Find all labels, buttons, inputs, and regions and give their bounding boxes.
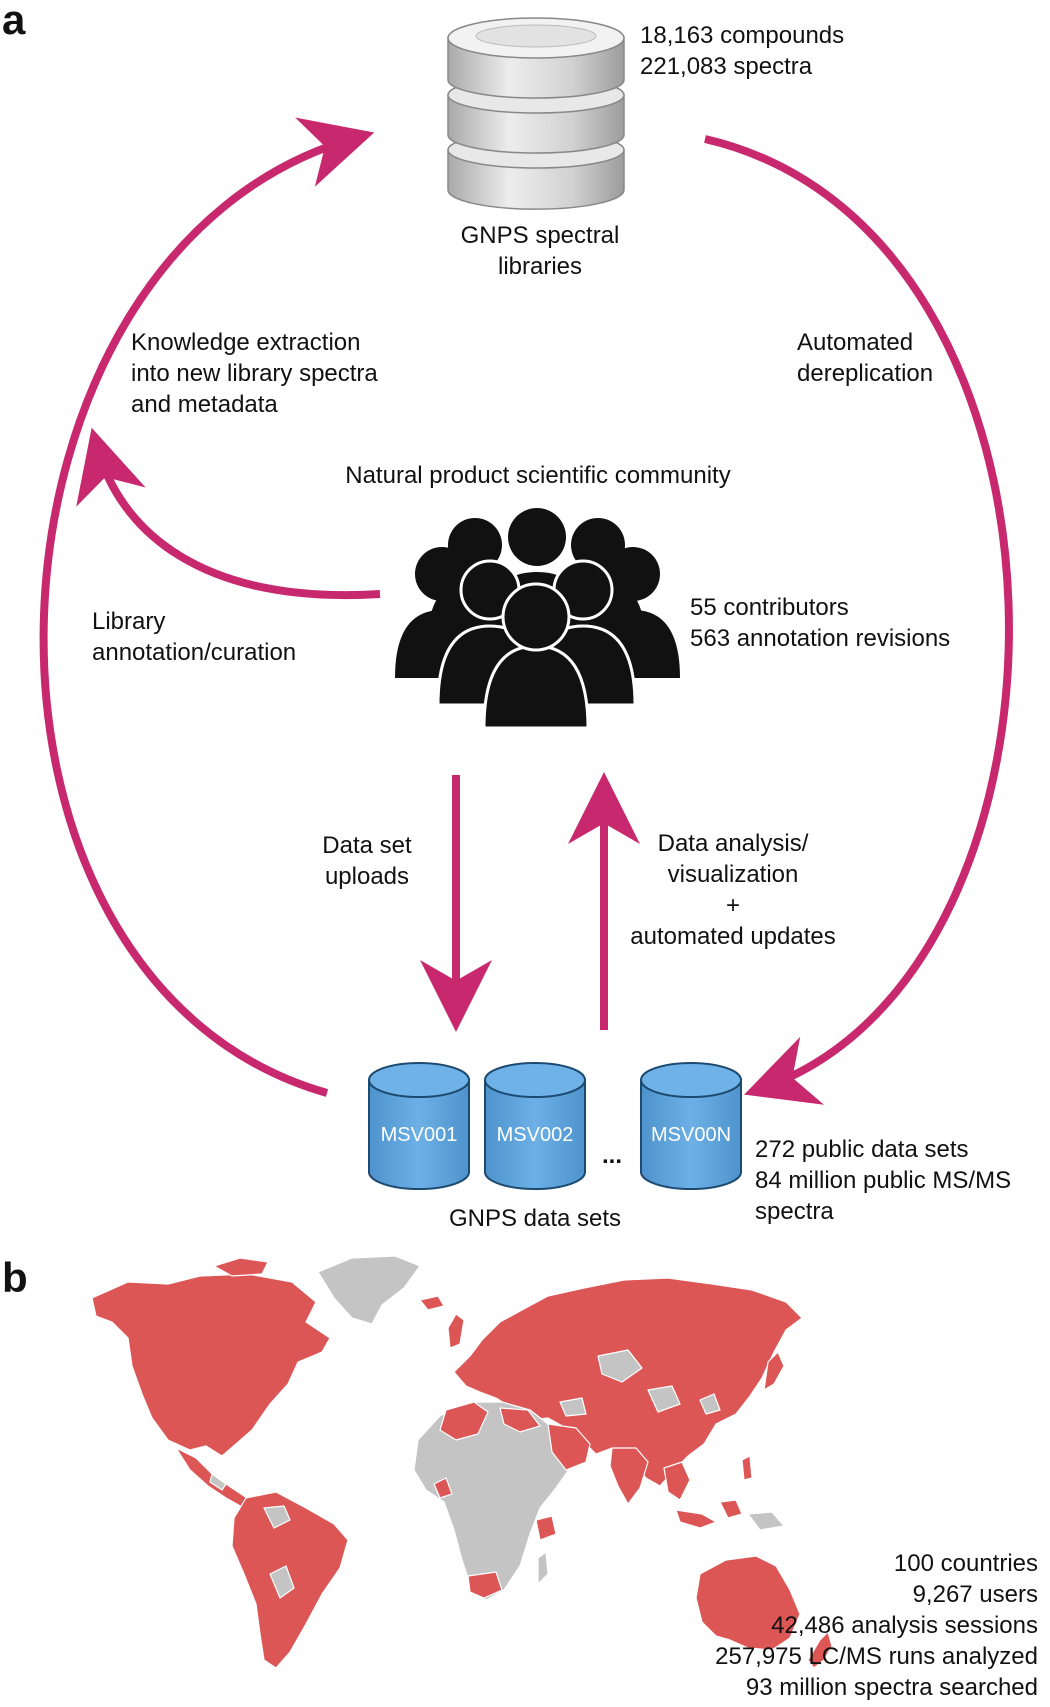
database-icon	[447, 17, 625, 210]
world-map-icon	[91, 1255, 833, 1669]
datasets-stat-msms: 84 million public MS/MS	[755, 1167, 1011, 1194]
library-stat-spectra: 221,083 spectra	[640, 53, 813, 80]
dataset-ellipsis: ...	[602, 1142, 622, 1169]
data-analysis-line3: +	[726, 892, 740, 919]
community-stat-contributors: 55 contributors	[690, 594, 849, 621]
dataset-label-msv002: MSV002	[497, 1124, 574, 1146]
data-analysis-line1: Data analysis/	[658, 830, 809, 857]
data-set-uploads-line2: uploads	[325, 863, 409, 890]
automated-dereplication-line2: dereplication	[797, 360, 933, 387]
panel-label-a: a	[2, 0, 26, 43]
datasets-caption: GNPS data sets	[449, 1205, 621, 1232]
knowledge-extraction-line1: Knowledge extraction	[131, 329, 360, 356]
community-title: Natural product scientific community	[345, 462, 730, 489]
knowledge-extraction-line3: and metadata	[131, 391, 278, 418]
library-annotation-line1: Library	[92, 608, 165, 635]
map-stat-runs: 257,975 LC/MS runs analyzed	[715, 1643, 1038, 1670]
map-stat-spectra: 93 million spectra searched	[746, 1674, 1038, 1701]
data-set-uploads-line1: Data set	[322, 832, 412, 859]
dataset-cylinder-msv002: MSV002	[484, 1062, 586, 1190]
community-people-icon	[395, 508, 680, 730]
arrow-knowledge-extraction-loop	[39, 117, 375, 1097]
dataset-label-msv00n: MSV00N	[651, 1124, 731, 1146]
library-caption-line2: libraries	[498, 253, 582, 280]
dataset-label-msv001: MSV001	[381, 1124, 458, 1146]
arrow-library-annotation	[76, 427, 381, 600]
map-stat-sessions: 42,486 analysis sessions	[771, 1612, 1038, 1639]
data-analysis-line2: visualization	[668, 861, 799, 888]
community-stat-revisions: 563 annotation revisions	[690, 625, 950, 652]
arrow-automated-dereplication-loop	[704, 135, 1013, 1105]
knowledge-extraction-line2: into new library spectra	[131, 360, 378, 387]
map-stat-countries: 100 countries	[894, 1550, 1038, 1577]
dataset-cylinder-msv00n: MSV00N	[640, 1062, 742, 1190]
map-stat-users: 9,267 users	[913, 1581, 1038, 1608]
datasets-stat-public-sets: 272 public data sets	[755, 1136, 968, 1163]
library-annotation-line2: annotation/curation	[92, 639, 296, 666]
library-caption-line1: GNPS spectral	[461, 222, 620, 249]
datasets-stat-spectra: spectra	[755, 1198, 834, 1225]
library-stat-compounds: 18,163 compounds	[640, 22, 844, 49]
dataset-cylinder-msv001: MSV001	[368, 1062, 470, 1190]
panel-label-b: b	[2, 1254, 28, 1301]
data-analysis-line4: automated updates	[630, 923, 836, 950]
automated-dereplication-line1: Automated	[797, 329, 913, 356]
